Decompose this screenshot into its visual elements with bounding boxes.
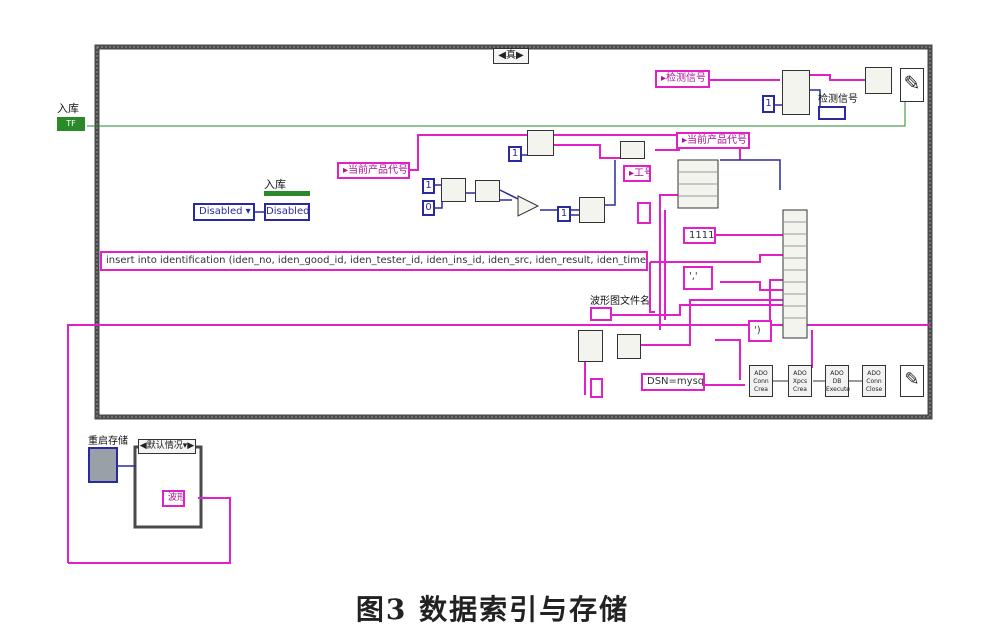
db-execute-text: DB Execute: [826, 378, 850, 393]
disabled-constant-text: Disabled: [199, 206, 243, 217]
figure-caption: 图3 数据索引与存储: [355, 593, 630, 626]
sql-string-constant[interactable]: insert into identification (iden_no, ide…: [100, 251, 648, 271]
current-product-code-local-2[interactable]: ▸当前产品代号: [676, 132, 750, 149]
string-wires: [67, 74, 930, 564]
disabled-indicator-text: Disabled: [266, 206, 310, 217]
input-value: TF: [66, 119, 76, 128]
error-handler-icon: ✎: [900, 365, 924, 397]
const-1111[interactable]: 1111: [683, 227, 716, 244]
numeric-const-5-text: 1: [765, 98, 772, 109]
format-node-1: [578, 330, 603, 362]
disabled-indicator: Disabled: [264, 203, 310, 221]
bottom-case-selector[interactable]: ◀默认情况▾▶: [138, 439, 196, 454]
case-selector-left-arrow[interactable]: ◀: [498, 50, 506, 61]
current-product-code-local-1[interactable]: ▸当前产品代号: [337, 162, 410, 179]
concatenate-strings-node: [782, 209, 808, 339]
compare-node: [517, 195, 540, 217]
identify-signal-local[interactable]: ▸检测信号: [655, 70, 710, 88]
const-close[interactable]: '): [748, 320, 772, 342]
db-conn-create-text: Conn Crea: [753, 378, 769, 393]
work-order-text: 工号: [634, 168, 649, 179]
numeric-const-1-text: 1: [425, 180, 432, 191]
work-order-local[interactable]: ▸工号: [623, 165, 651, 182]
bottom-group-label: 重启存储: [88, 436, 128, 447]
dsn-text: DSN=mysqldb: [647, 376, 705, 387]
empty-string-const[interactable]: [590, 378, 603, 398]
bottom-indicator-text: 波形: [168, 493, 185, 503]
case-selector[interactable]: ◀真▶: [493, 48, 529, 64]
waveform-file-terminal: [590, 307, 612, 321]
index-array-node: [782, 70, 810, 115]
numeric-const-2-text: 0: [425, 202, 432, 213]
numeric-const-3[interactable]: 1: [508, 146, 522, 162]
concat-node-1: [620, 141, 645, 159]
const-comma[interactable]: ',': [683, 266, 713, 290]
identify-result-label: 检测信号: [818, 94, 858, 105]
case-selector-label: 真: [506, 50, 516, 61]
waveform-file-label: 波形图文件名: [590, 296, 650, 307]
small-string-const[interactable]: [637, 202, 651, 224]
const-close-text: '): [754, 325, 761, 336]
input-label: 入库: [57, 102, 79, 115]
bottom-control-terminal[interactable]: [88, 447, 118, 483]
numeric-const-4[interactable]: 1: [557, 206, 571, 222]
sql-string-text: insert into identification (iden_no, ide…: [106, 255, 648, 266]
numeric-const-1[interactable]: 1: [422, 178, 435, 194]
write-file-icon: ✎: [900, 68, 924, 102]
build-array-node: [677, 159, 719, 209]
bottom-case-text: 默认情况: [146, 441, 183, 451]
select-node-2: [579, 197, 605, 223]
bottom-indicator: 波形: [162, 490, 185, 507]
db-conn-close-text: Conn Close: [865, 378, 883, 393]
ruku-indicator-bar: [264, 191, 310, 196]
const-1111-text: 1111: [689, 230, 715, 241]
identify-signal-text: 检测信号: [666, 73, 707, 84]
numeric-const-3-text: 1: [511, 148, 519, 159]
numeric-const-4-text: 1: [560, 208, 568, 219]
disabled-constant[interactable]: Disabled ▾: [193, 203, 255, 221]
const-comma-text: ',': [689, 271, 698, 282]
numeric-const-5[interactable]: 1: [762, 95, 775, 113]
current-product-code-1-text: 当前产品代号: [348, 165, 409, 176]
input-boolean-terminal[interactable]: TF: [57, 117, 85, 131]
identify-result-terminal: [818, 106, 846, 120]
dsn-constant[interactable]: DSN=mysqldb: [641, 373, 705, 391]
file-read-node: [865, 67, 892, 94]
db-cmd-create-text: Xpcs Crea: [792, 378, 808, 393]
format-node-2: [617, 334, 641, 359]
ruku-label: 入库: [264, 178, 286, 191]
numeric-const-2[interactable]: 0: [422, 200, 435, 216]
substring-node-1: [441, 178, 466, 202]
select-node-1: [527, 130, 554, 156]
case-selector-right-arrow[interactable]: ▶: [516, 50, 524, 61]
bottom-case-frame: [133, 445, 203, 529]
number-to-string-node: [475, 180, 500, 202]
current-product-code-2-text: 当前产品代号: [687, 135, 748, 146]
